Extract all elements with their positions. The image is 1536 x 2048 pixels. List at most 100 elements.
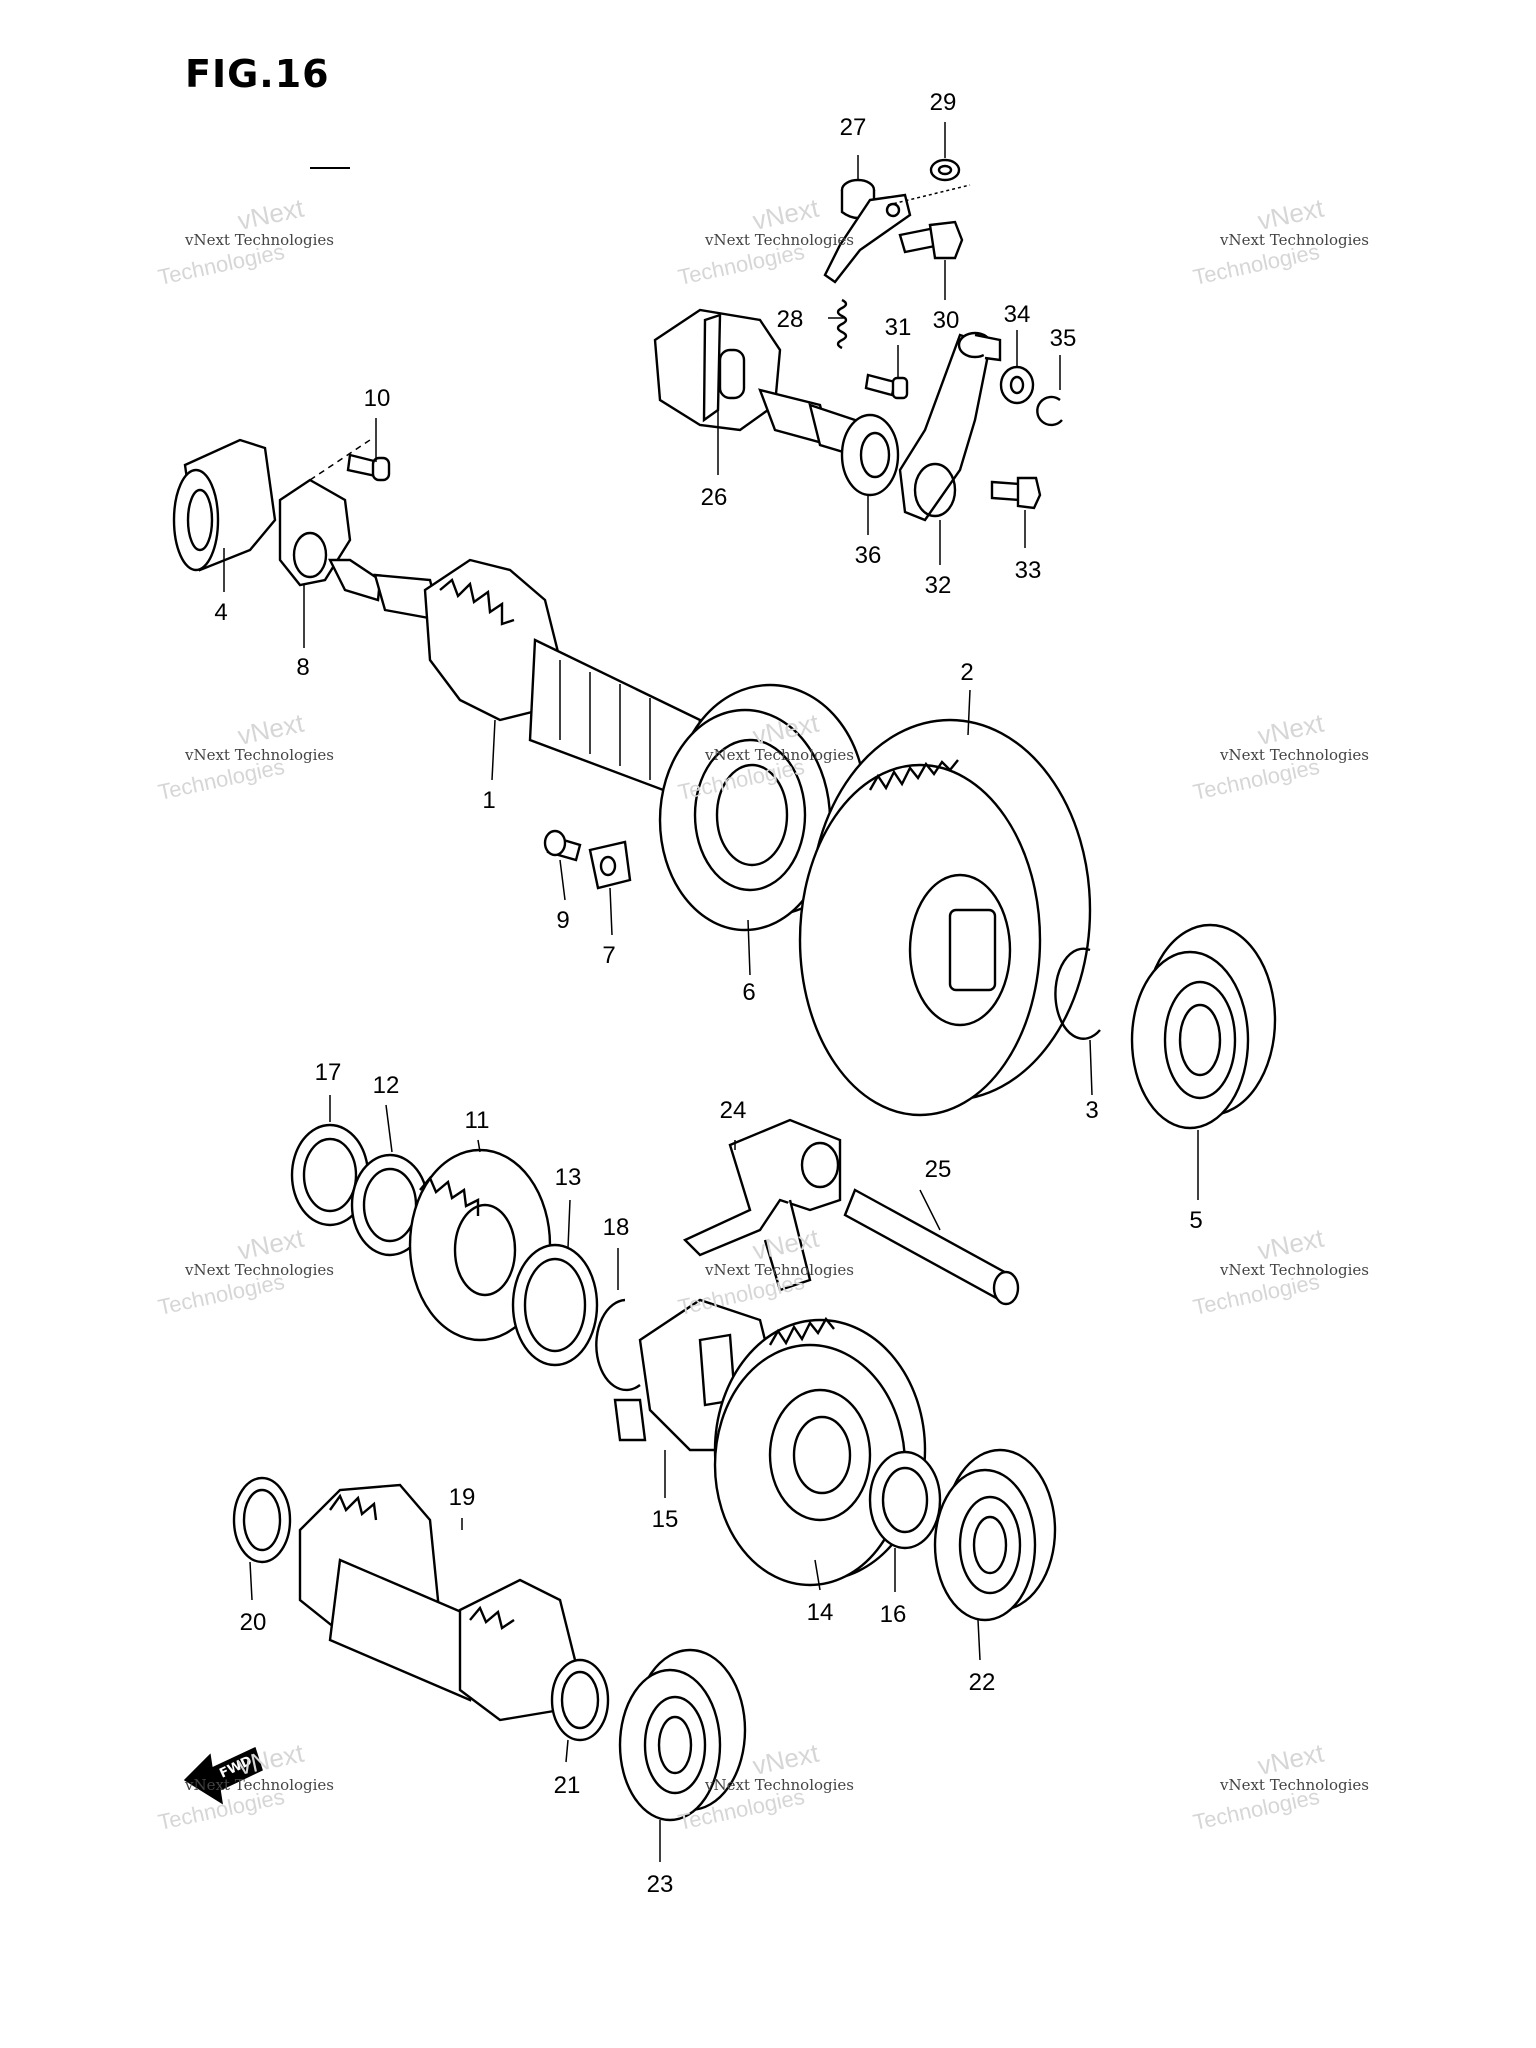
part-label-24: 24 (720, 1097, 747, 1124)
svg-text:vNext: vNext (1255, 1223, 1327, 1266)
part-32-shift-arm (898, 331, 1002, 522)
part-29-washer (929, 158, 961, 182)
svg-text:vNext Technologies: vNext Technologies (184, 1776, 334, 1794)
part-18-circlip (595, 1298, 641, 1392)
part-labels: 1 2 3 4 5 6 7 8 9 10 11 12 13 14 15 16 1… (214, 89, 1202, 1898)
svg-text:vNext: vNext (1255, 1738, 1327, 1781)
part-2-kick-driven-gear (798, 718, 1092, 1117)
part-label-5: 5 (1189, 1207, 1202, 1234)
part-label-31: 31 (885, 314, 912, 341)
part-31-screw (864, 373, 909, 400)
part-label-9: 9 (556, 907, 569, 934)
watermark-top-left: vNext Technologies vNext Technologies (156, 193, 334, 290)
svg-text:vNext: vNext (1255, 193, 1327, 236)
part-label-19: 19 (449, 1484, 476, 1511)
svg-text:vNext Technologies: vNext Technologies (704, 746, 854, 764)
svg-text:vNext Technologies: vNext Technologies (704, 231, 854, 249)
svg-text:vNext: vNext (235, 1738, 307, 1781)
part-4-needle-bearing (172, 438, 277, 572)
part-label-1: 1 (482, 787, 495, 814)
part-label-23: 23 (647, 1871, 674, 1898)
svg-text:vNext Technologies: vNext Technologies (1219, 231, 1369, 249)
part-label-21: 21 (554, 1772, 581, 1799)
leader-dashed-10 (309, 439, 371, 481)
watermark-mid-left: vNext Technologies vNext Technologies (156, 708, 334, 805)
leader-dashed-29 (887, 184, 971, 206)
watermark-mid-right: vNext Technologies vNext Technologies (1191, 708, 1369, 805)
part-label-7: 7 (602, 942, 615, 969)
svg-text:vNext Technologies: vNext Technologies (1219, 1261, 1369, 1279)
svg-text:vNext Technologies: vNext Technologies (184, 231, 334, 249)
part-13-washer (511, 1243, 599, 1367)
part-label-25: 25 (925, 1156, 952, 1183)
part-5-bearing (1130, 923, 1277, 1130)
part-28-spring (836, 298, 848, 350)
svg-text:vNext: vNext (235, 708, 307, 751)
svg-text:vNext Technologies: vNext Technologies (1219, 1776, 1369, 1794)
part-label-11: 11 (465, 1107, 490, 1134)
svg-text:vNext Technologies: vNext Technologies (704, 1776, 854, 1794)
svg-text:vNext Technologies: vNext Technologies (184, 1261, 334, 1279)
part-17-washer (290, 1123, 370, 1227)
part-3-circlip (1054, 947, 1101, 1040)
watermark-top-right: vNext Technologies vNext Technologies (1191, 193, 1369, 290)
part-10-screw (346, 453, 391, 482)
part-label-3: 3 (1085, 1097, 1098, 1124)
part-1-kick-shaft (328, 558, 724, 802)
part-7-stopper-plate (588, 840, 632, 890)
figure-title: FIG.16 (185, 52, 330, 96)
part-label-2: 2 (960, 659, 973, 686)
leader-lines (223, 122, 1199, 1862)
part-23-bearing (618, 1648, 747, 1822)
part-19-idle-shaft-gear (298, 1483, 577, 1722)
part-25-fork-shaft (843, 1188, 1020, 1306)
part-label-15: 15 (652, 1506, 679, 1533)
watermark-bottom-left: vNext Technologies vNext Technologies (156, 1738, 334, 1835)
watermark-bottom-right: vNext Technologies vNext Technologies (1191, 1738, 1369, 1835)
svg-text:vNext: vNext (1255, 708, 1327, 751)
part-label-30: 30 (933, 307, 960, 334)
watermark-lower-right: vNext Technologies vNext Technologies (1191, 1223, 1369, 1320)
part-label-6: 6 (742, 979, 755, 1006)
part-label-32: 32 (925, 572, 952, 599)
part-label-29: 29 (930, 89, 957, 116)
part-24-shift-fork (682, 1118, 842, 1292)
part-label-34: 34 (1004, 301, 1031, 328)
svg-text:vNext Technologies: vNext Technologies (1219, 746, 1369, 764)
svg-text:vNext Technologies: vNext Technologies (704, 1261, 854, 1279)
part-label-26: 26 (701, 484, 728, 511)
svg-text:vNext: vNext (750, 1738, 822, 1781)
watermark-lower-left: vNext Technologies vNext Technologies (156, 1223, 334, 1320)
part-label-20: 20 (240, 1609, 267, 1636)
part-9-bolt (543, 829, 582, 862)
part-label-10: 10 (364, 385, 391, 412)
part-label-17: 17 (315, 1059, 342, 1086)
part-label-14: 14 (807, 1599, 834, 1626)
part-label-33: 33 (1015, 557, 1042, 584)
part-16-washer (868, 1450, 942, 1550)
part-label-16: 16 (880, 1601, 907, 1628)
part-22-bearing (933, 1448, 1057, 1622)
part-label-8: 8 (296, 654, 309, 681)
part-34-washer (999, 365, 1035, 405)
part-label-12: 12 (373, 1072, 400, 1099)
part-27-lever-pin (823, 178, 912, 284)
part-label-22: 22 (969, 1669, 996, 1696)
part-30-bolt (898, 220, 964, 260)
part-label-36: 36 (855, 542, 882, 569)
svg-text:vNext Technologies: vNext Technologies (184, 746, 334, 764)
svg-text:vNext: vNext (235, 193, 307, 236)
part-33-bolt (990, 476, 1042, 510)
part-label-27: 27 (840, 114, 867, 141)
svg-text:vNext: vNext (750, 193, 822, 236)
forward-arrow-icon: FWD (183, 1746, 263, 1805)
part-label-35: 35 (1050, 325, 1077, 352)
part-label-18: 18 (603, 1214, 630, 1241)
part-21-washer (550, 1658, 610, 1742)
svg-text:vNext: vNext (235, 1223, 307, 1266)
part-20-washer (232, 1476, 292, 1564)
part-label-28: 28 (777, 306, 804, 333)
part-26-shift-cam (653, 308, 872, 462)
part-label-4: 4 (214, 599, 227, 626)
